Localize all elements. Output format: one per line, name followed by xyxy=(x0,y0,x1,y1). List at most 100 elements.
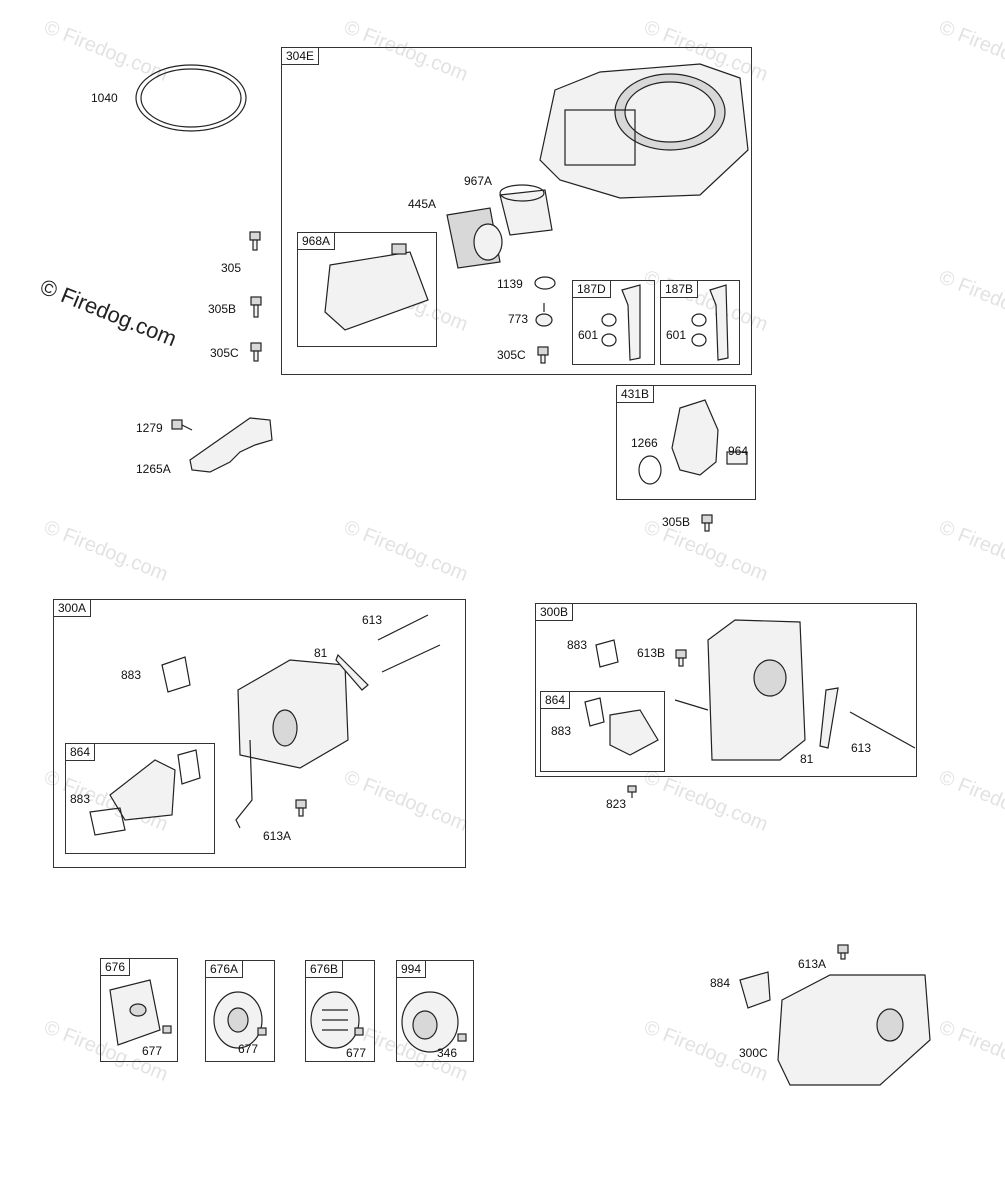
gasket-883[interactable] xyxy=(595,639,619,668)
bracket-1265A[interactable] xyxy=(189,417,273,473)
part-label-883: 883 xyxy=(567,638,588,652)
part-label-305: 305 xyxy=(221,261,242,275)
bolt-613[interactable] xyxy=(849,711,916,749)
part-label-300C: 300C xyxy=(739,1046,768,1060)
bolt-305C[interactable] xyxy=(537,346,549,364)
group-tag: 864 xyxy=(66,744,96,761)
clamp-884[interactable] xyxy=(739,971,771,1009)
group-tag: 304E xyxy=(282,48,320,65)
part-label-677: 677 xyxy=(142,1044,163,1058)
part-label-884: 884 xyxy=(710,976,731,990)
flange-864[interactable] xyxy=(584,697,659,756)
part-label-1040: 1040 xyxy=(91,91,118,105)
part-label-1265A: 1265A xyxy=(136,462,171,476)
gasket-883[interactable] xyxy=(161,656,191,693)
group-tag: 187D xyxy=(573,281,611,298)
group-tag: 864 xyxy=(541,692,571,709)
group-tag: 676A xyxy=(206,961,244,978)
group-box-676A[interactable]: 676A xyxy=(205,960,275,1062)
part-label-613B: 613B xyxy=(637,646,666,660)
part-label-1139: 1139 xyxy=(497,277,523,291)
part-label-773: 773 xyxy=(508,312,529,326)
group-tag: 431B xyxy=(617,386,655,403)
group-box-864[interactable]: 864 xyxy=(65,743,215,854)
group-box-431B[interactable]: 431B xyxy=(616,385,756,500)
tube-187D[interactable] xyxy=(601,284,641,361)
part-label-305C: 305C xyxy=(497,348,526,362)
flange-864[interactable] xyxy=(89,749,201,836)
part-label-1266: 1266 xyxy=(631,436,658,450)
ring-gasket-1040[interactable] xyxy=(135,64,247,132)
part-label-823: 823 xyxy=(606,797,627,811)
muffler-300B[interactable] xyxy=(674,619,806,761)
bolt-613[interactable] xyxy=(381,644,441,673)
part-label-883: 883 xyxy=(121,668,142,682)
muffler-300C[interactable] xyxy=(777,974,931,1086)
part-label-613: 613 xyxy=(362,613,383,627)
part-label-883: 883 xyxy=(70,792,91,806)
part-label-1279: 1279 xyxy=(136,421,163,435)
part-label-613A: 613A xyxy=(798,957,827,971)
group-box-187D[interactable]: 187D xyxy=(572,280,655,365)
bolt-305B[interactable] xyxy=(701,514,713,532)
screw-677[interactable] xyxy=(162,1025,172,1034)
part-label-883: 883 xyxy=(551,724,572,738)
part-label-601: 601 xyxy=(578,328,599,342)
filter-967A[interactable] xyxy=(499,184,553,236)
part-label-445A: 445A xyxy=(408,197,437,211)
tube-187B[interactable] xyxy=(691,284,729,361)
bolt-305C[interactable] xyxy=(250,342,262,362)
group-tag: 300B xyxy=(536,604,574,621)
group-box-300B[interactable]: 300B xyxy=(535,603,917,777)
screw-1279[interactable] xyxy=(171,419,193,431)
part-label-677: 677 xyxy=(346,1046,367,1060)
filter-445A[interactable] xyxy=(446,207,503,269)
guard-994[interactable] xyxy=(401,991,459,1053)
group-box-187B[interactable]: 187B xyxy=(660,280,740,365)
air-cleaner-cover-968A[interactable] xyxy=(324,243,429,331)
screw-823[interactable] xyxy=(627,785,637,798)
screw-613A[interactable] xyxy=(837,944,849,960)
guard-676B[interactable] xyxy=(310,991,360,1049)
group-tag: 994 xyxy=(397,961,427,978)
screw-346[interactable] xyxy=(457,1033,467,1042)
bolt-613B[interactable] xyxy=(675,649,687,667)
clip-81[interactable] xyxy=(335,653,369,691)
group-box-304E[interactable]: 304E xyxy=(281,47,752,375)
group-tag: 676B xyxy=(306,961,344,978)
part-label-81: 81 xyxy=(800,752,814,766)
part-label-81: 81 xyxy=(314,646,328,660)
guard-676A[interactable] xyxy=(213,991,263,1049)
part-label-305B: 305B xyxy=(208,302,237,316)
washer-1139[interactable] xyxy=(534,276,556,290)
muffler-300A[interactable] xyxy=(235,659,349,829)
part-label-305C: 305C xyxy=(210,346,239,360)
bolt-305B[interactable] xyxy=(250,296,262,318)
group-box-676[interactable]: 676 xyxy=(100,958,178,1062)
group-box-676B[interactable]: 676B xyxy=(305,960,375,1062)
group-box-864[interactable]: 864 xyxy=(540,691,665,772)
part-label-967A: 967A xyxy=(464,174,493,188)
group-box-968A[interactable]: 968A xyxy=(297,232,437,347)
part-label-964: 964 xyxy=(728,444,749,458)
clip-81[interactable] xyxy=(819,687,839,749)
bolt-305[interactable] xyxy=(249,231,261,251)
part-label-677: 677 xyxy=(238,1042,259,1056)
elbow-431B[interactable] xyxy=(638,399,748,485)
group-tag: 300A xyxy=(54,600,92,617)
group-box-300A[interactable]: 300A xyxy=(53,599,466,868)
part-773[interactable] xyxy=(535,303,553,327)
group-tag: 187B xyxy=(661,281,699,298)
blower-housing-304E[interactable] xyxy=(539,63,749,199)
group-tag: 968A xyxy=(298,233,336,250)
part-label-613: 613 xyxy=(851,741,872,755)
bolt-613[interactable] xyxy=(377,614,429,641)
guard-676[interactable] xyxy=(109,979,161,1046)
screw-677[interactable] xyxy=(354,1027,364,1036)
part-label-601: 601 xyxy=(666,328,687,342)
part-label-346: 346 xyxy=(437,1046,458,1060)
group-box-994[interactable]: 994 xyxy=(396,960,474,1062)
screw-677[interactable] xyxy=(257,1027,267,1036)
part-label-305B: 305B xyxy=(662,515,691,529)
screw-613A[interactable] xyxy=(295,799,307,817)
